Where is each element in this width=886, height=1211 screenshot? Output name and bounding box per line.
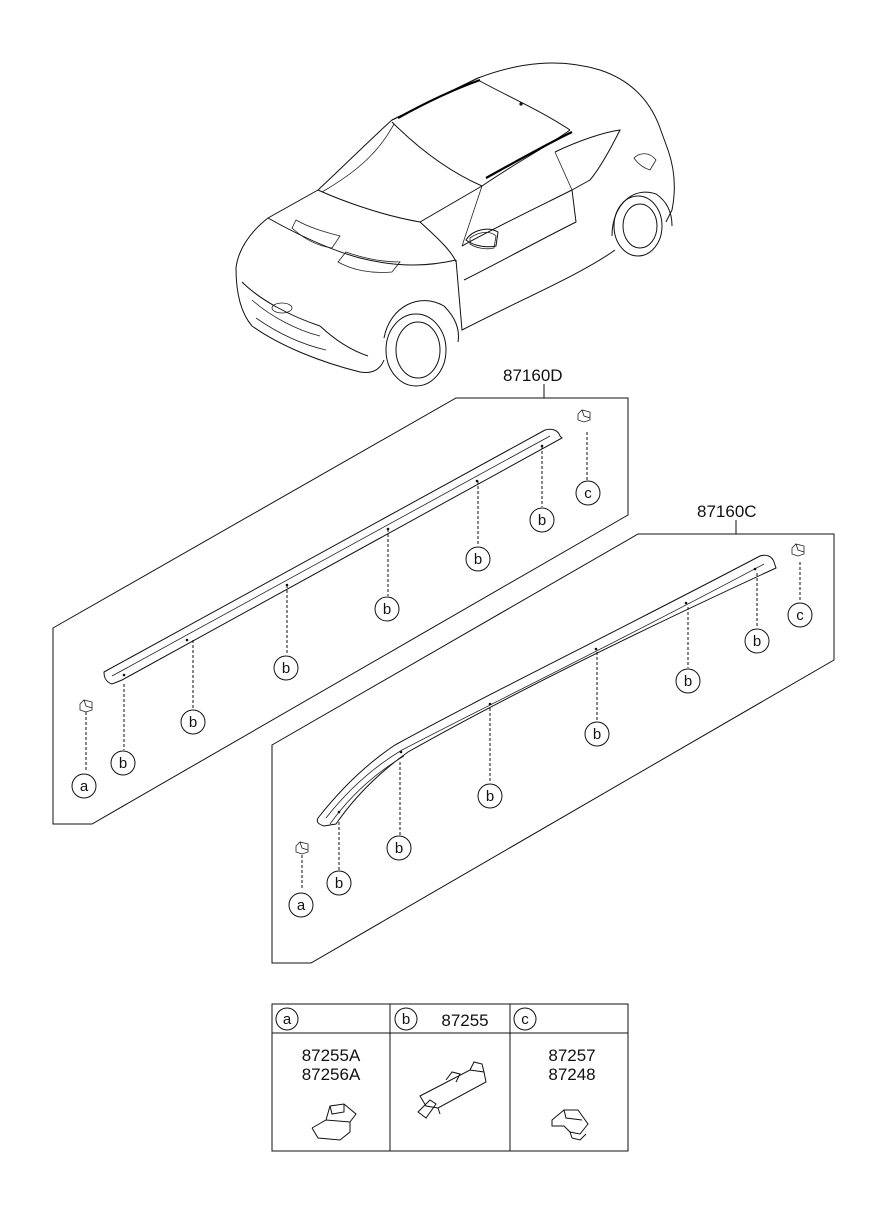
- legend-column-a: a 87255A 87256A: [275, 1007, 361, 1141]
- callout-b: b: [326, 870, 352, 896]
- callout-c: c: [575, 480, 601, 506]
- clip-a-part-icon: [311, 1103, 357, 1141]
- callout-b: b: [584, 721, 610, 747]
- callout-b: b: [675, 668, 701, 694]
- callout-b: b: [465, 546, 491, 572]
- svg-text:a: a: [80, 778, 89, 795]
- clip-a-part-icon: [295, 841, 309, 855]
- assembly-87160c-part-number: 87160C: [697, 502, 757, 521]
- svg-text:b: b: [335, 875, 343, 892]
- svg-text:b: b: [486, 788, 494, 805]
- svg-text:b: b: [395, 840, 403, 857]
- callout-b: b: [374, 596, 400, 622]
- callout-a: a: [288, 892, 314, 918]
- clip-c-part-icon: [791, 543, 805, 557]
- callout-b: b: [110, 750, 136, 776]
- legend-letter-c: c: [521, 1011, 529, 1028]
- legend-part-number: 87256A: [302, 1065, 361, 1084]
- svg-text:c: c: [796, 607, 804, 624]
- svg-text:b: b: [684, 673, 692, 690]
- legend-part-number: 87255: [441, 1011, 488, 1030]
- legend-letter-a: a: [283, 1011, 292, 1028]
- svg-text:b: b: [383, 601, 391, 618]
- callout-b: b: [180, 709, 206, 735]
- legend-table: a 87255A 87256A b 87255 c 87257 87248: [271, 1003, 629, 1152]
- svg-text:b: b: [282, 660, 290, 677]
- assembly-87160d: 87160D a b: [52, 366, 629, 825]
- clip-b-part-icon: [417, 1061, 487, 1119]
- clip-a-part-icon: [79, 699, 93, 713]
- callout-b: b: [477, 783, 503, 809]
- side-molding-87160c: [316, 554, 777, 827]
- svg-text:b: b: [538, 512, 546, 529]
- assembly-87160d-frame: [52, 397, 629, 825]
- svg-text:b: b: [593, 726, 601, 743]
- legend-part-number: 87248: [548, 1065, 595, 1084]
- legend-column-c: c 87257 87248: [513, 1007, 596, 1141]
- legend-part-number: 87255A: [302, 1046, 361, 1065]
- callout-b: b: [744, 628, 770, 654]
- car-illustration: [235, 62, 675, 387]
- roof-rail-molding-87160d: [103, 428, 563, 685]
- svg-text:b: b: [189, 714, 197, 731]
- svg-text:c: c: [584, 485, 592, 502]
- svg-text:b: b: [119, 755, 127, 772]
- svg-text:b: b: [474, 551, 482, 568]
- callout-b: b: [273, 655, 299, 681]
- legend-letter-b: b: [402, 1011, 410, 1028]
- callout-b: b: [529, 507, 555, 533]
- clip-c-part-icon: [551, 1109, 589, 1141]
- callout-b: b: [386, 835, 412, 861]
- assembly-87160c: 87160C a b: [271, 502, 835, 964]
- assembly-87160c-frame: [271, 533, 835, 964]
- clip-c-part-icon: [577, 409, 591, 423]
- legend-column-b: b 87255: [394, 1007, 489, 1119]
- callout-a: a: [71, 773, 97, 799]
- svg-text:b: b: [753, 633, 761, 650]
- assembly-87160d-part-number: 87160D: [503, 366, 563, 385]
- callout-c: c: [787, 602, 813, 628]
- svg-text:a: a: [297, 897, 306, 914]
- legend-part-number: 87257: [548, 1046, 595, 1065]
